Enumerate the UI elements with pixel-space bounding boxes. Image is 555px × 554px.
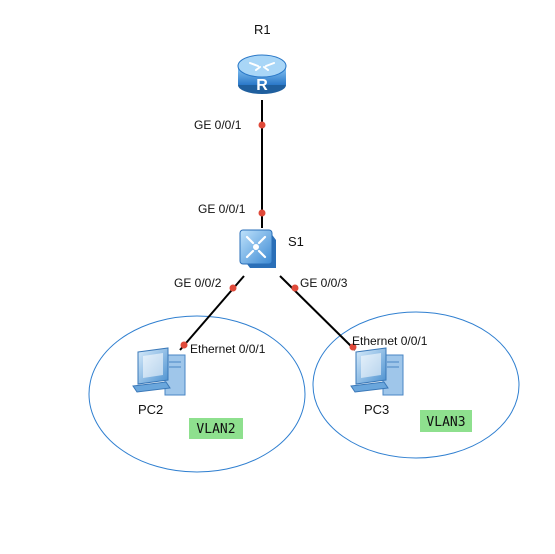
- router-r1[interactable]: R R1: [237, 22, 287, 94]
- pc-icon: [350, 347, 404, 396]
- port-dot-s1-ge001: [258, 209, 266, 217]
- vlan3-boundary: [312, 311, 520, 459]
- pc3[interactable]: PC3: [350, 347, 404, 417]
- port-dot-r1-ge001: [258, 121, 266, 129]
- vlan2-boundary: [88, 315, 306, 473]
- svg-text:R: R: [256, 77, 268, 94]
- port-dot-pc3-eth001: [349, 343, 357, 351]
- switch-s1[interactable]: S1: [239, 229, 304, 268]
- port-dot-s1-ge003: [291, 284, 299, 292]
- pc2-label: PC2: [138, 402, 163, 417]
- port-dot-s1-ge002: [229, 284, 237, 292]
- pc2[interactable]: PC2: [132, 347, 186, 417]
- router-icon: R: [237, 54, 287, 94]
- port-label-s1-ge003: GE 0/0/3: [300, 276, 348, 290]
- vlan2-label: VLAN2: [196, 422, 235, 437]
- switch-s1-label: S1: [288, 234, 304, 249]
- port-label-s1-ge002: GE 0/0/2: [174, 276, 222, 290]
- pc3-label: PC3: [364, 402, 389, 417]
- router-r1-label: R1: [254, 22, 271, 37]
- port-label-pc3-eth001: Ethernet 0/0/1: [352, 334, 428, 348]
- vlan3-badge: VLAN3: [420, 410, 472, 432]
- vlan3-label: VLAN3: [426, 415, 465, 430]
- pc-icon: [132, 347, 186, 396]
- port-dot-pc2-eth001: [180, 341, 188, 349]
- port-label-r1-ge001: GE 0/0/1: [194, 118, 242, 132]
- vlan2-badge: VLAN2: [189, 418, 243, 439]
- port-label-pc2-eth001: Ethernet 0/0/1: [190, 342, 266, 356]
- port-label-s1-ge001: GE 0/0/1: [198, 202, 246, 216]
- switch-icon: [239, 229, 276, 268]
